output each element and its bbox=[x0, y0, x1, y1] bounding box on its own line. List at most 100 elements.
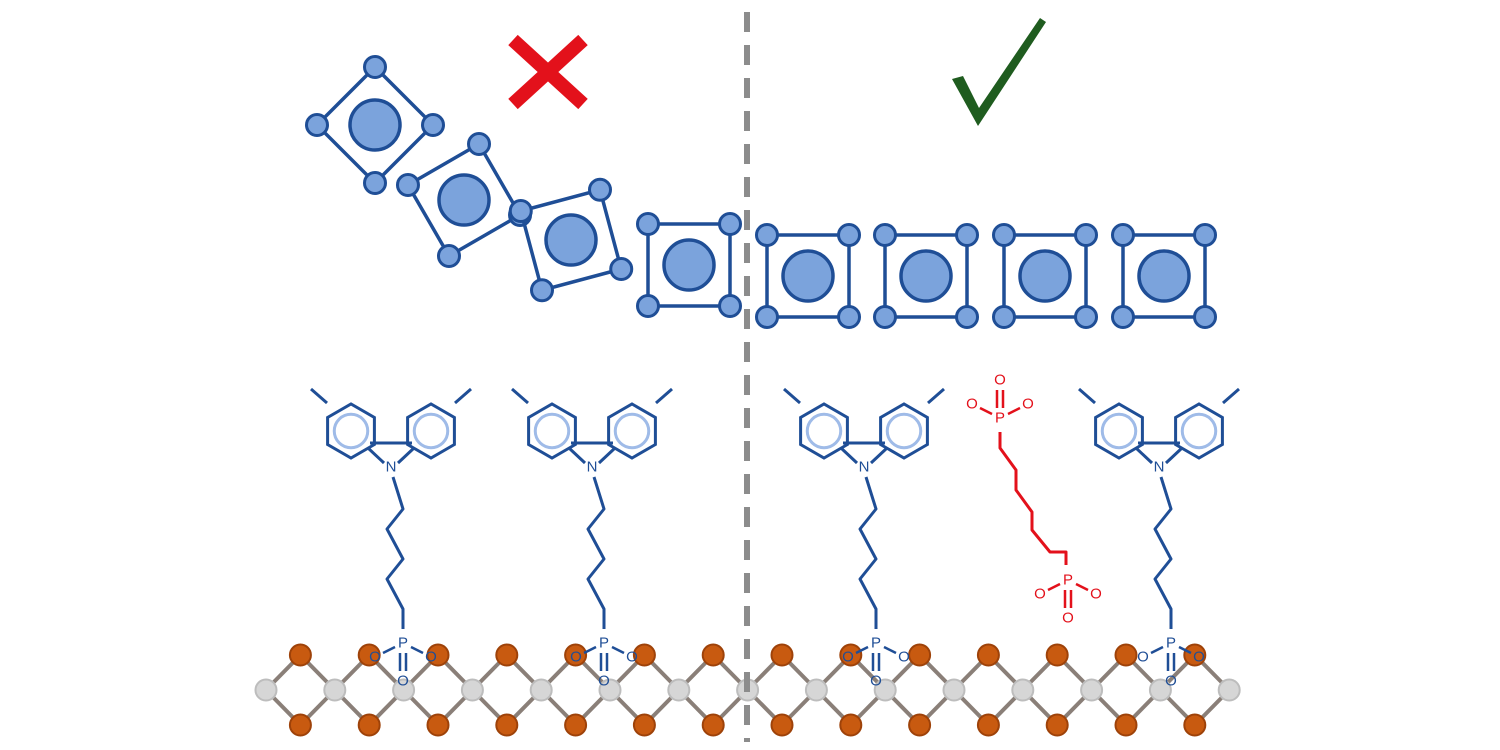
oxygen-atom bbox=[564, 713, 588, 737]
methyl-bond bbox=[927, 387, 945, 405]
aromatic-circle bbox=[805, 412, 843, 450]
n-bond bbox=[597, 446, 617, 465]
methyl-bond bbox=[655, 387, 673, 405]
phosphorus-atom: P bbox=[995, 410, 1005, 427]
halide-anion bbox=[530, 278, 554, 303]
benzene-ring bbox=[326, 402, 376, 460]
b-site-cation bbox=[1137, 249, 1191, 303]
oxygen-atom bbox=[770, 643, 794, 667]
metal-atom bbox=[942, 678, 966, 702]
nitrogen-atom: N bbox=[386, 459, 397, 476]
oxygen-atom: O bbox=[598, 673, 610, 690]
oxygen-atom bbox=[1114, 643, 1138, 667]
halide-anion bbox=[955, 305, 980, 330]
oxygen-atom: O bbox=[966, 396, 978, 413]
metal-atom bbox=[1148, 678, 1172, 702]
benzene-ring bbox=[879, 402, 929, 460]
oxygen-atom bbox=[564, 643, 588, 667]
perovskite-octahedron bbox=[991, 222, 1099, 330]
aromatic-circle bbox=[412, 412, 450, 450]
nitrogen-atom: N bbox=[1154, 459, 1165, 476]
b-site-cation bbox=[899, 249, 953, 303]
p-o-bond bbox=[1047, 582, 1061, 592]
oxygen-atom bbox=[1045, 713, 1069, 737]
oxygen-atom bbox=[1045, 643, 1069, 667]
halide-anion bbox=[1074, 222, 1099, 247]
perovskite-octahedron bbox=[754, 222, 862, 330]
aromatic-circle bbox=[885, 412, 923, 450]
oxygen-atom: O bbox=[1062, 610, 1074, 627]
aromatic-circle bbox=[1180, 412, 1218, 450]
p-o-bond bbox=[1075, 582, 1089, 592]
oxide-substrate-layer bbox=[254, 643, 1241, 737]
metal-atom bbox=[1011, 678, 1035, 702]
oxygen-atom: O bbox=[870, 673, 882, 690]
p-o-bond bbox=[410, 645, 424, 655]
alkyl-chain bbox=[998, 432, 1068, 565]
oxygen-atom bbox=[632, 643, 656, 667]
halide-anion bbox=[754, 305, 779, 330]
halide-anion bbox=[1193, 305, 1218, 330]
p-o-bond bbox=[1007, 406, 1021, 416]
oxygen-atom bbox=[288, 713, 312, 737]
oxygen-atom bbox=[1183, 643, 1207, 667]
halide-anion bbox=[588, 177, 612, 202]
metal-atom bbox=[529, 678, 553, 702]
benzene-ring bbox=[406, 402, 456, 460]
halide-anion bbox=[467, 131, 492, 156]
alkyl-chain bbox=[858, 476, 878, 629]
metal-atom bbox=[392, 678, 416, 702]
aromatic-circle bbox=[533, 412, 571, 450]
b-site-cation bbox=[1018, 249, 1072, 303]
halide-anion bbox=[872, 305, 897, 330]
oxygen-atom bbox=[701, 713, 725, 737]
benzene-ring bbox=[1174, 402, 1224, 460]
methyl-bond bbox=[783, 387, 801, 405]
perovskite-octahedron bbox=[1110, 222, 1218, 330]
halide-anion bbox=[305, 113, 329, 137]
aromatic-circle bbox=[1100, 412, 1138, 450]
halide-anion bbox=[1193, 222, 1218, 247]
oxygen-atom bbox=[288, 643, 312, 667]
halide-anion bbox=[872, 222, 897, 247]
n-bond bbox=[396, 446, 416, 465]
oxygen-atom bbox=[426, 643, 450, 667]
aromatic-circle bbox=[613, 412, 651, 450]
check-icon bbox=[952, 18, 1046, 126]
benzene-ring bbox=[607, 402, 657, 460]
halide-anion bbox=[955, 222, 980, 247]
oxygen-atom: O bbox=[1137, 649, 1149, 666]
halide-anion bbox=[991, 305, 1016, 330]
oxygen-atom: O bbox=[397, 673, 409, 690]
benzene-ring bbox=[799, 402, 849, 460]
n-bond bbox=[366, 446, 386, 465]
alkyl-chain bbox=[1153, 476, 1173, 629]
oxygen-atom: O bbox=[626, 649, 638, 666]
oxygen-atom: O bbox=[1165, 673, 1177, 690]
perovskite-layer bbox=[305, 55, 1218, 330]
p-o-bond bbox=[855, 645, 869, 655]
halide-anion bbox=[363, 171, 387, 195]
cross-icon bbox=[508, 34, 588, 110]
halide-anion bbox=[718, 211, 743, 236]
metal-atom bbox=[804, 678, 828, 702]
halide-anion bbox=[421, 113, 445, 137]
oxygen-atom bbox=[426, 713, 450, 737]
alkyl-chain bbox=[385, 476, 405, 629]
n-bond bbox=[567, 446, 587, 465]
oxygen-atom bbox=[839, 713, 863, 737]
oxygen-atom bbox=[1183, 713, 1207, 737]
oxygen-atom bbox=[976, 643, 1000, 667]
halide-anion bbox=[635, 211, 660, 236]
metal-atom bbox=[1217, 678, 1241, 702]
halide-anion bbox=[718, 294, 743, 319]
halide-anion bbox=[991, 222, 1016, 247]
metal-atom bbox=[323, 678, 347, 702]
p-o-bond bbox=[1178, 645, 1192, 655]
oxygen-atom: O bbox=[570, 649, 582, 666]
halide-anion bbox=[395, 172, 420, 197]
metal-atom bbox=[1080, 678, 1104, 702]
p-o-bond bbox=[611, 645, 625, 655]
